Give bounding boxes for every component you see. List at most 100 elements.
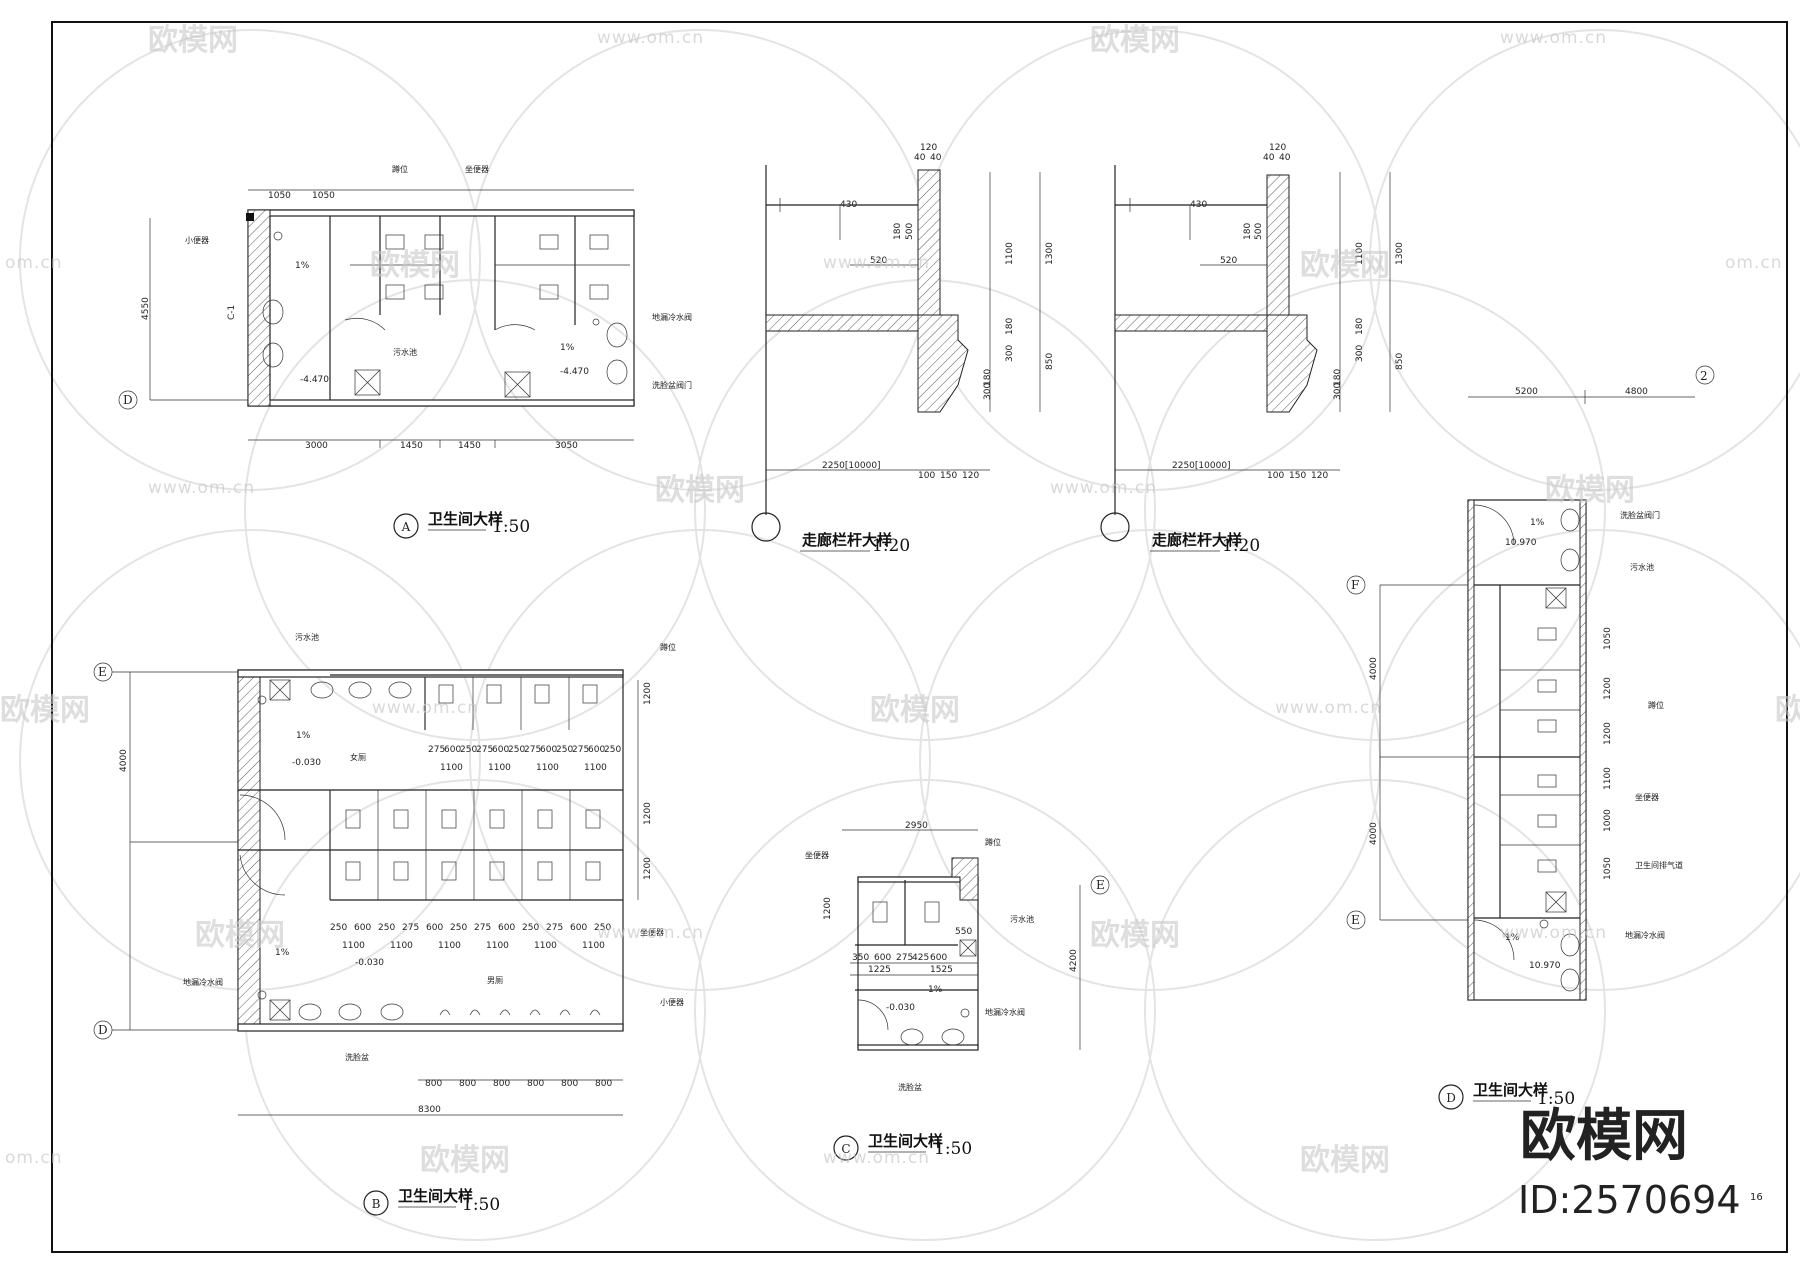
- watermark-brand: 欧模网: [870, 693, 960, 728]
- r2-dim-17: 150: [1289, 471, 1306, 481]
- watermark-brand: 欧模网: [420, 1143, 510, 1178]
- squat-toilet-icon: [441, 809, 457, 829]
- a-elev-2: -4.470: [560, 367, 589, 377]
- d-label-5: 卫生间排气道: [1635, 860, 1683, 870]
- d-vdim-4: 1100: [1603, 767, 1613, 790]
- title-railing-2: 走廊栏杆大样 1:20: [1150, 531, 1260, 556]
- drawing-c-labels: 2950 350 600 275 425 600 1225 1525 1200 …: [805, 821, 1105, 1092]
- a-note-1: 小便器: [185, 235, 209, 245]
- title-railing-1: 走廊栏杆大样 1:20: [800, 531, 910, 556]
- b-row2b-dim: 1100: [486, 941, 509, 951]
- b-bottom-dim: 800: [493, 1079, 510, 1089]
- title-railing-2-text: 走廊栏杆大样: [1152, 531, 1242, 549]
- title-c-scale: 1:50: [934, 1139, 972, 1159]
- title-d: D 卫生间大样 1:50: [1438, 1081, 1575, 1110]
- c-label-4: 地漏冷水阀: [985, 1007, 1025, 1017]
- r1-dim-15: 2250[10000]: [822, 461, 881, 471]
- urinal-icon: [559, 1009, 571, 1016]
- r2-dim-11: 300: [1355, 345, 1365, 362]
- a-note-2: 蹲位: [392, 164, 408, 174]
- c-dim-top: 2950: [905, 821, 928, 831]
- b-row1-dim: 275: [476, 745, 493, 755]
- title-b: B 卫生间大样 1:50: [363, 1187, 500, 1216]
- b-elev-1: -0.030: [292, 758, 321, 768]
- d-vdim-6: 1050: [1603, 857, 1613, 880]
- r1-dim-1: 120: [920, 143, 937, 153]
- urinal-icon: [439, 1009, 451, 1016]
- r2-dim-5: 520: [1220, 256, 1237, 266]
- r1-dim-7: 500: [905, 223, 915, 240]
- c-dim-5: 600: [930, 953, 947, 963]
- c-elev: -0.030: [886, 1003, 915, 1013]
- d-elev-2: 10.970: [1529, 961, 1561, 971]
- c-label-5: 洗脸盆: [898, 1082, 922, 1092]
- b-row2b-dim: 1100: [438, 941, 461, 951]
- squat-toilet-icon: [534, 684, 550, 704]
- r2-dim-7: 500: [1254, 223, 1264, 240]
- urinal-icon: [529, 1009, 541, 1016]
- b-label-5: 小便器: [660, 997, 684, 1007]
- b-height-3: 1200: [643, 857, 653, 880]
- r2-dim-6: 180: [1243, 223, 1253, 240]
- drawing-a: [118, 189, 635, 448]
- watermark-url: www.om.cn: [372, 698, 479, 718]
- watermark-brand: 欧模网: [1775, 693, 1800, 728]
- r1-dim-5: 520: [870, 256, 887, 266]
- b-bottom-dim: 800: [459, 1079, 476, 1089]
- b-row1-dim: 250: [556, 745, 573, 755]
- c-dim2-2: 1525: [930, 965, 953, 975]
- title-b-tag: B: [372, 1197, 381, 1211]
- b-row2-dim: 275: [546, 923, 563, 933]
- r1-dim-18: 120: [962, 471, 979, 481]
- watermark-brand: 欧模网: [655, 473, 745, 508]
- r1-dim-12: 850: [1045, 353, 1055, 370]
- b-row2b-dim: 1100: [582, 941, 605, 951]
- drawing-a-labels: 1050 1050 3000 1450 1450 3050 4550 D -4.…: [123, 164, 692, 451]
- watermark-url: www.om.cn: [597, 923, 704, 943]
- b-row1b-dim: 1100: [536, 763, 559, 773]
- railing-detail-1: [751, 165, 1041, 542]
- c-axis: E: [1096, 878, 1105, 892]
- d-label-6: 地漏冷水阀: [1625, 930, 1665, 940]
- a-dim-top-1: 1050: [268, 191, 291, 201]
- b-axis-d: D: [98, 1023, 108, 1037]
- c-dim2-1: 1225: [868, 965, 891, 975]
- b-row1-dim: 250: [460, 745, 477, 755]
- c-height: 1200: [823, 897, 833, 920]
- b-bottom-dim: 800: [425, 1079, 442, 1089]
- b-row2-dim: 275: [474, 923, 491, 933]
- b-dim-left: 4000: [119, 749, 129, 772]
- d-axis-top: 2: [1700, 369, 1708, 383]
- c-dim-right: 4200: [1069, 949, 1079, 972]
- c-height-2: 550: [955, 927, 972, 937]
- c-dim-3: 275: [896, 953, 913, 963]
- squat-toilet-icon: [585, 861, 601, 881]
- d-vdim-2: 1200: [1603, 677, 1613, 700]
- r1-dim-13: 180: [983, 369, 993, 386]
- a-dim-bottom-1: 3000: [305, 441, 328, 451]
- watermark-url: om.cn: [5, 1148, 63, 1168]
- watermark-brand: 欧模网: [1300, 248, 1390, 283]
- r1-dim-16: 100: [918, 471, 935, 481]
- watermark-brand: 欧模网: [370, 248, 460, 283]
- r2-dim-18: 120: [1311, 471, 1328, 481]
- watermark-url: www.om.cn: [148, 478, 255, 498]
- watermark-brand: 欧模网: [1545, 473, 1635, 508]
- title-d-text: 卫生间大样: [1473, 1081, 1548, 1099]
- b-row2-dim: 600: [570, 923, 587, 933]
- d-grade-2: 1%: [1505, 933, 1520, 943]
- r1-dim-17: 150: [940, 471, 957, 481]
- a-note-5: 地漏冷水阀: [652, 312, 692, 322]
- title-c-text: 卫生间大样: [868, 1132, 943, 1150]
- r2-dim-3: 40: [1279, 153, 1291, 163]
- a-dim-top-2: 1050: [312, 191, 335, 201]
- watermark-url: www.om.cn: [1500, 28, 1607, 48]
- c-dim-2: 600: [874, 953, 891, 963]
- a-note-4: 污水池: [393, 347, 417, 357]
- squat-toilet-icon: [441, 861, 457, 881]
- watermark-url: www.om.cn: [1050, 478, 1157, 498]
- title-railing-1-text: 走廊栏杆大样: [802, 531, 892, 549]
- b-row2-dim: 600: [354, 923, 371, 933]
- d-vdim-1: 1050: [1603, 627, 1613, 650]
